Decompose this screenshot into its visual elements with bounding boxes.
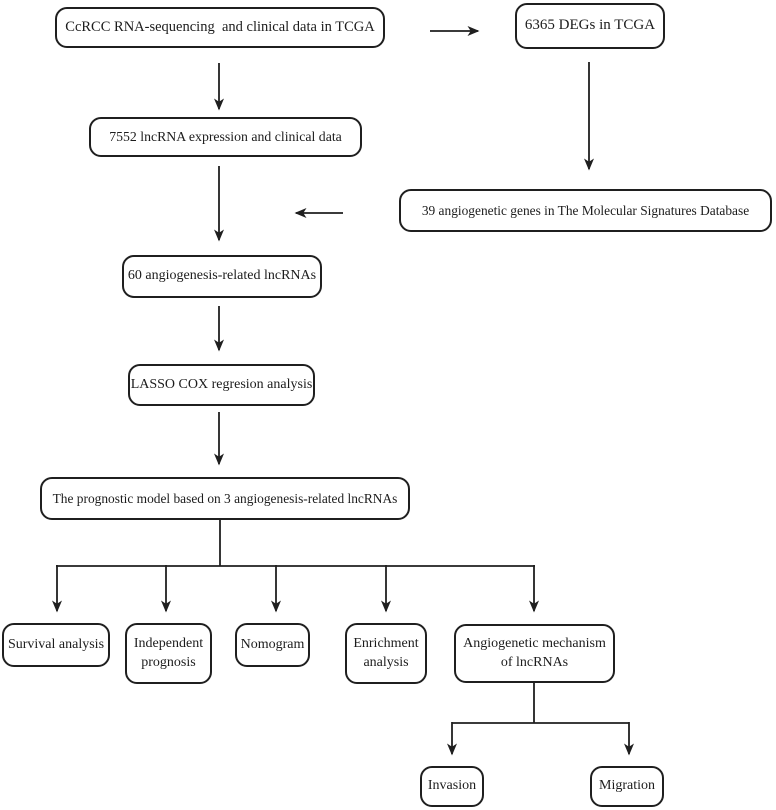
node-nomogram: Nomogram (235, 623, 310, 667)
node-enrichment-analysis: Enrichment analysis (345, 623, 427, 684)
node-independent-prognosis: Independent prognosis (125, 623, 212, 684)
node-angiogenesis-related-lncrnas: 60 angiogenesis-related lncRNAs (122, 255, 322, 298)
node-lncrna-expression: 7552 lncRNA expression and clinical data (89, 117, 362, 157)
node-lasso-cox-regression: LASSO COX regresion analysis (128, 364, 315, 406)
node-survival-analysis: Survival analysis (2, 623, 110, 667)
node-ccrcc-tcga-data: CcRCC RNA-sequencing and clinical data i… (55, 7, 385, 48)
node-migration: Migration (590, 766, 664, 807)
node-degs-tcga: 6365 DEGs in TCGA (515, 3, 665, 49)
node-angiogenetic-mechanism: Angiogenetic mechanism of lncRNAs (454, 624, 615, 683)
node-invasion: Invasion (420, 766, 484, 807)
node-prognostic-model: The prognostic model based on 3 angiogen… (40, 477, 410, 520)
node-angiogenetic-genes: 39 angiogenetic genes in The Molecular S… (399, 189, 772, 232)
